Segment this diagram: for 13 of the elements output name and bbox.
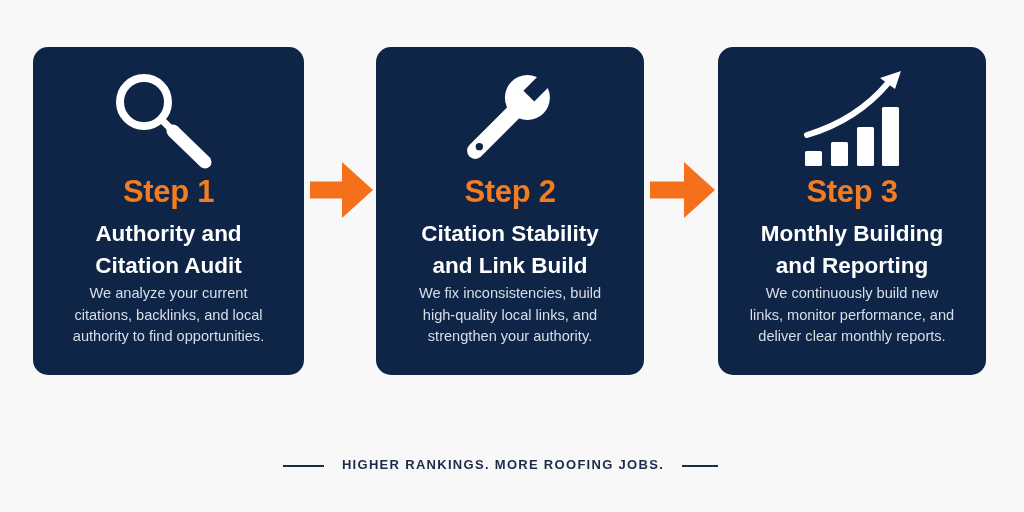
step-card [33,47,304,375]
tagline: HIGHER RANKINGS. MORE ROOFING JOBS. [341,457,665,473]
step-number: Step 2 [464,174,556,210]
step-title: Monthly Building and Reporting [759,220,945,280]
step-title: Authority and Citation Audit [94,220,243,280]
step-description: We analyze your current citations, backlinks, and local authority to find opportunities. [71,284,266,346]
step-card [718,47,986,375]
step-title: Citation Stability and Link Build [420,220,600,280]
step-card [376,47,644,375]
step-description: We continuously build new links, monitor performance, and deliver clear monthly reports. [748,284,956,346]
step-number: Step 3 [806,174,898,210]
step-number: Step 1 [122,174,215,210]
step-description: We fix inconsistencies, build high-quality local links, and strengthen your authority. [417,284,603,346]
